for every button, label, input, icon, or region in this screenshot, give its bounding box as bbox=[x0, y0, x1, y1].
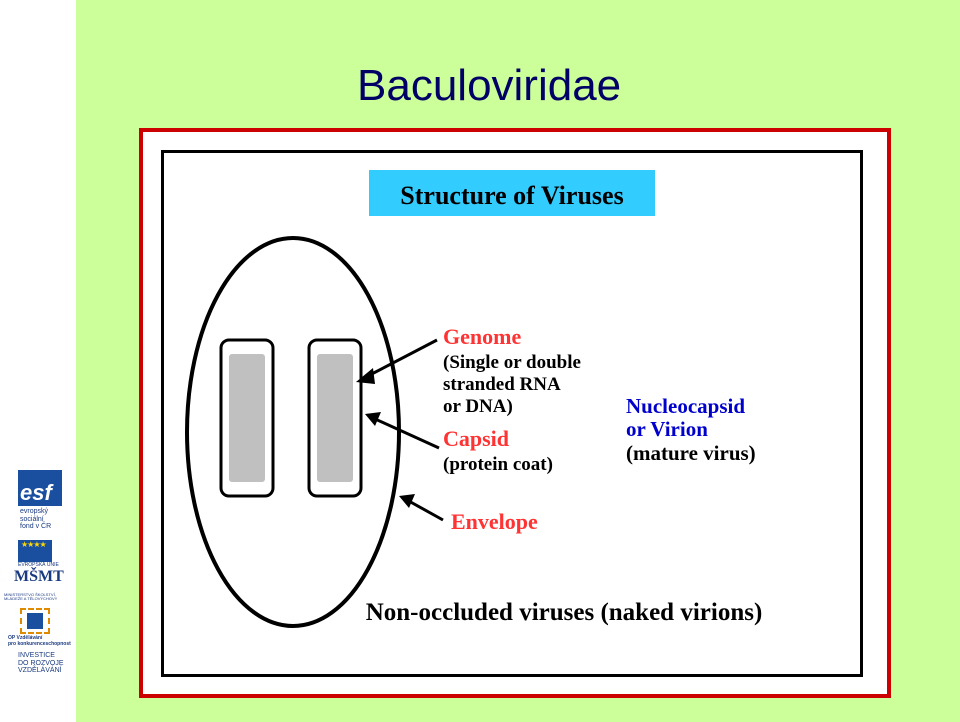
op-line-2: pro konkurenceschopnost bbox=[8, 640, 71, 647]
op-caption: OP Vzdělávání pro konkurenceschopnost bbox=[8, 635, 74, 647]
op-logo-icon bbox=[20, 608, 50, 634]
genome-right bbox=[317, 354, 353, 482]
genome-arrowhead bbox=[356, 368, 375, 384]
investice-caption: INVESTICE DO ROZVOJE VZDĚLÁVÁNÍ bbox=[18, 652, 64, 675]
diagram-caption: Non-occluded viruses (naked virions) bbox=[366, 599, 763, 626]
slide-title: Baculoviridae bbox=[357, 61, 622, 110]
genome-desc-1: (Single or double bbox=[443, 352, 581, 373]
investice-line-3: VZDĚLÁVÁNÍ bbox=[18, 667, 62, 675]
genome-arrow bbox=[363, 338, 438, 380]
capsid-arrowhead bbox=[365, 412, 381, 426]
envelope-arrow bbox=[406, 498, 444, 522]
esf-logo-text: esf bbox=[20, 480, 52, 505]
investice-line-1: INVESTICE bbox=[18, 652, 55, 659]
nucleocapsid-line-1: Nucleocapsid bbox=[626, 394, 745, 418]
envelope-ellipse bbox=[185, 236, 401, 628]
esf-line-2: sociální bbox=[20, 515, 44, 523]
genome-desc-2: stranded RNA bbox=[443, 374, 561, 395]
virus-structure-diagram: Structure of Viruses Genome (Single or d… bbox=[185, 170, 763, 628]
capsid-title: Capsid bbox=[443, 426, 509, 451]
nucleocapsid-line-2: or Virion bbox=[626, 417, 708, 441]
eu-flag-icon bbox=[18, 540, 52, 562]
genome-desc-3: or DNA) bbox=[443, 396, 513, 417]
envelope-label: Envelope bbox=[451, 509, 538, 534]
msmt-logo: MŠMT bbox=[14, 568, 64, 585]
eu-caption: EVROPSKÁ UNIE bbox=[18, 562, 59, 568]
esf-line-3: fond v ČR bbox=[20, 523, 52, 531]
nucleocapsid-desc: (mature virus) bbox=[626, 441, 756, 465]
investice-line-2: DO ROZVOJE bbox=[18, 659, 64, 667]
capsid-desc: (protein coat) bbox=[443, 454, 553, 475]
heading-box bbox=[369, 170, 655, 216]
eu-stars-icon: ★★★★ bbox=[21, 540, 47, 549]
left-strip bbox=[0, 0, 76, 722]
envelope-arrowhead bbox=[399, 494, 415, 508]
genome-left bbox=[229, 354, 265, 482]
heading-text: Structure of Viruses bbox=[400, 181, 623, 210]
msmt-caption: MINISTERSTVO ŠKOLSTVÍ, MLÁDEŽE A TĚLOVÝC… bbox=[4, 592, 58, 602]
op-logo-inner bbox=[27, 613, 43, 629]
genome-title: Genome bbox=[443, 324, 521, 349]
esf-caption: evropský sociální fond v ČR bbox=[20, 508, 51, 531]
esf-line-1: evropský bbox=[20, 508, 49, 515]
capsid-arrow bbox=[372, 416, 440, 450]
op-line-1: OP Vzdělávání bbox=[8, 635, 43, 641]
esf-logo bbox=[18, 470, 62, 506]
